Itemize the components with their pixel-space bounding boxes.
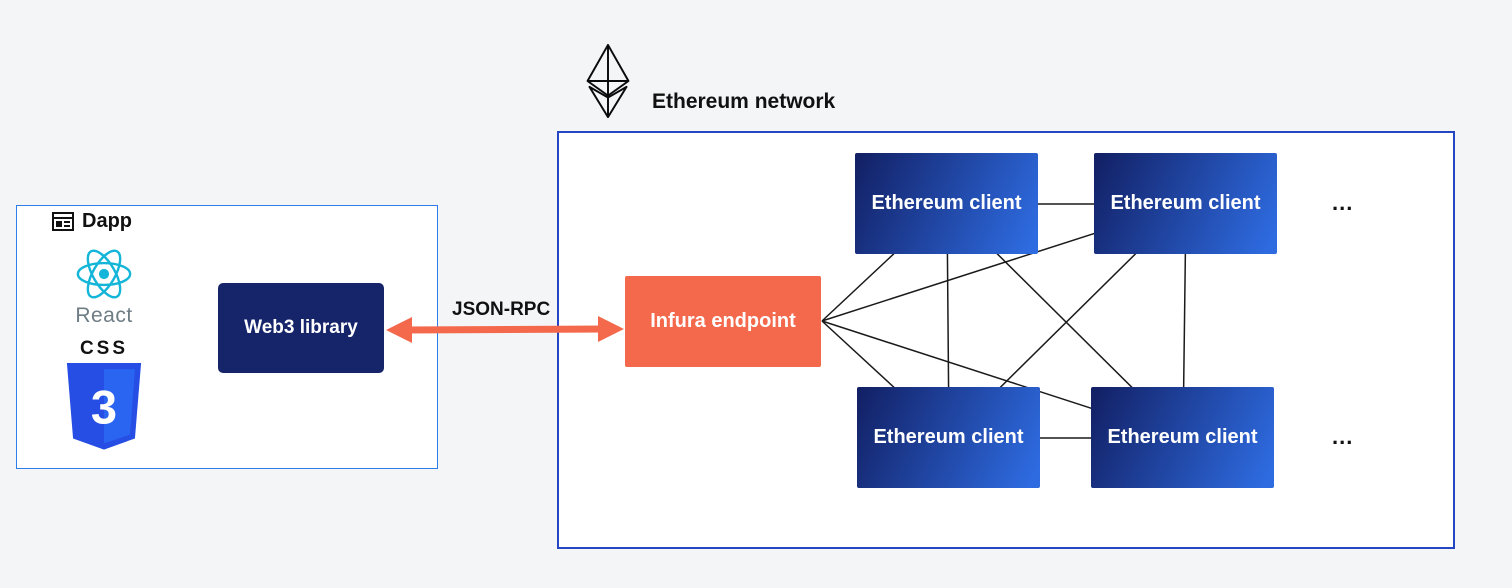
web3-library-box: Web3 library <box>218 283 384 373</box>
react-logo-icon <box>76 249 132 299</box>
ethereum-client-box-top-right: Ethereum client <box>1094 153 1277 254</box>
more-clients-ellipsis-top: ... <box>1332 190 1354 215</box>
react-label: React <box>75 304 133 327</box>
css3-shield-icon: 3 <box>66 363 142 450</box>
ethereum-logo-icon <box>586 43 630 119</box>
infura-endpoint-label: Infura endpoint <box>650 310 796 332</box>
dapp-header: Dapp <box>52 210 132 233</box>
ethereum-client-box-bottom-right: Ethereum client <box>1091 387 1274 488</box>
ethereum-client-box-bottom-left: Ethereum client <box>857 387 1040 488</box>
svg-text:3: 3 <box>91 381 117 434</box>
dapp-tech-stack: React CSS 3 <box>56 246 152 457</box>
web3-library-label: Web3 library <box>244 317 358 338</box>
infura-endpoint-box: Infura endpoint <box>625 276 821 367</box>
window-icon <box>52 212 74 231</box>
ethereum-client-label: Ethereum client <box>871 192 1022 214</box>
ethereum-network-title: Ethereum network <box>652 90 836 113</box>
ethereum-client-label: Ethereum client <box>1107 426 1258 448</box>
ethereum-client-label: Ethereum client <box>1110 192 1261 214</box>
css-label: CSS <box>79 338 129 359</box>
ethereum-client-label: Ethereum client <box>873 426 1024 448</box>
dapp-title: Dapp <box>82 210 132 232</box>
json-rpc-label: JSON-RPC <box>452 299 551 320</box>
more-clients-ellipsis-bottom: ... <box>1332 424 1354 449</box>
ethereum-client-box-top-left: Ethereum client <box>855 153 1038 254</box>
